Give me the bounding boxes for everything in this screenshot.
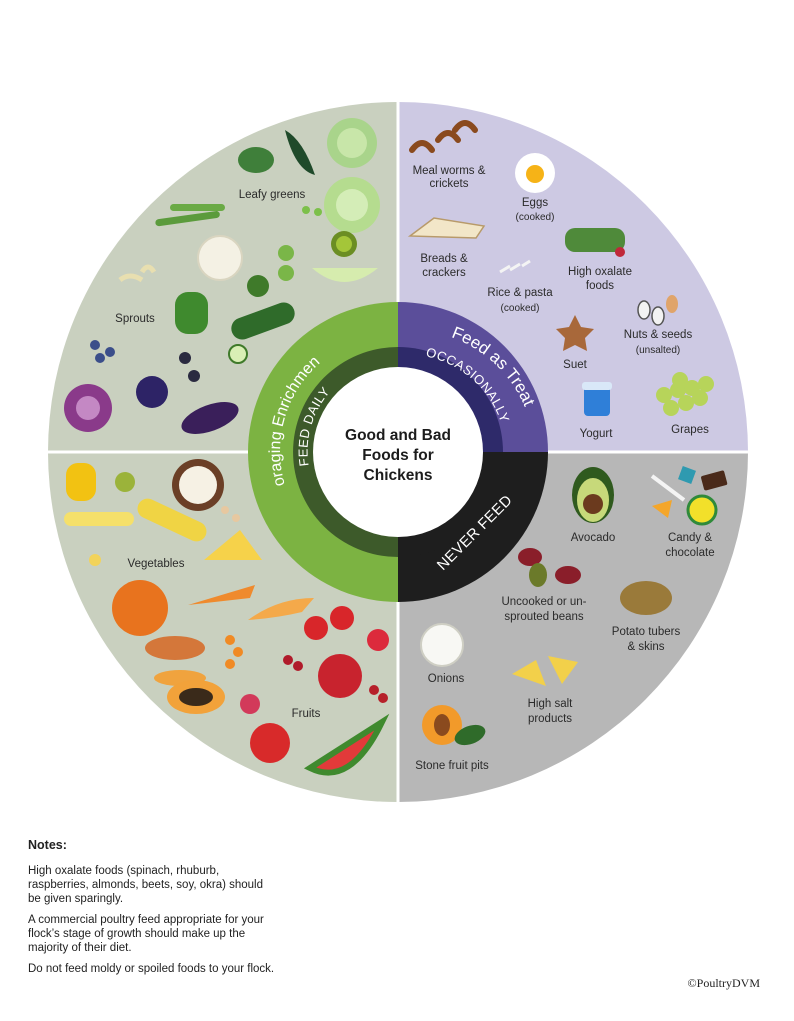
label-rice-note: (cooked) <box>501 303 540 314</box>
suet-icon <box>556 315 594 351</box>
label-meal-worms-1: Meal worms & <box>413 165 486 177</box>
vegetable-fruit-illustrations <box>64 459 390 776</box>
note-item: High oxalate foods (spinach, rhuburb, ra… <box>28 865 264 905</box>
label-potato-1: Potato tubers <box>612 626 681 638</box>
label-candy-2: chocolate <box>665 547 714 559</box>
center-circle <box>313 367 483 537</box>
label-oxalate-2: foods <box>586 280 614 292</box>
chocolate-icon <box>701 470 728 491</box>
label-oxalate-1: High oxalate <box>568 266 632 278</box>
cucumber-icon <box>231 302 295 340</box>
label-eggs: Eggs <box>522 197 548 209</box>
label-vegetables: Vegetables <box>128 558 185 570</box>
honeydew-icon <box>312 268 378 282</box>
label-breads-1: Breads & <box>420 253 468 265</box>
blackberry-icon <box>179 352 191 364</box>
green-pepper-icon <box>175 292 208 334</box>
label-beans-2: sprouted beans <box>504 611 584 623</box>
copyright: ©PoultryDVM <box>687 976 760 990</box>
pumpkin-icon <box>112 580 168 636</box>
treat-illustrations <box>407 120 714 416</box>
tomato-icon <box>304 616 328 640</box>
label-salt-2: products <box>528 713 572 725</box>
almond-icon <box>666 295 678 313</box>
apple-icon <box>250 723 290 763</box>
notes-section: Notes: High oxalate foods (spinach, rhub… <box>28 838 278 983</box>
bread-icon <box>407 217 486 239</box>
note-item: Do not feed moldy or spoiled foods to yo… <box>28 963 275 975</box>
label-nuts-seeds: Nuts & seeds <box>624 329 693 341</box>
center-title-line3: Chickens <box>364 467 433 484</box>
label-grapes: Grapes <box>671 424 709 436</box>
pomegranate-seeds-icon <box>283 655 293 665</box>
label-onions: Onions <box>428 673 465 685</box>
brussels-sprout-icon <box>278 245 294 261</box>
food-wheel-diagram: Foraging Enrichment FEED DAILY Feed as T… <box>48 102 748 802</box>
strawberry-icon <box>367 629 389 651</box>
seeds-icon <box>637 300 651 320</box>
label-breads-2: crackers <box>422 267 466 279</box>
peas-icon <box>302 206 310 214</box>
label-suet: Suet <box>563 359 587 371</box>
label-fruits: Fruits <box>292 708 321 720</box>
watermelon-icon <box>303 713 390 776</box>
pasta-icon <box>499 259 531 274</box>
onion-icon <box>420 623 464 667</box>
potato-icon <box>620 581 672 615</box>
label-eggs-note: (cooked) <box>516 212 555 223</box>
label-leafy-greens: Leafy greens <box>239 189 306 201</box>
label-sprouts: Sprouts <box>115 313 155 325</box>
corn-icon <box>89 554 101 566</box>
label-avocado: Avocado <box>571 532 616 544</box>
label-meal-worms-2: crickets <box>430 178 469 190</box>
yogurt-icon <box>584 386 610 416</box>
tomatillo-icon <box>115 472 135 492</box>
label-nuts-note: (unsalted) <box>636 345 680 356</box>
blueberry-icon <box>90 340 100 350</box>
greens-illustrations <box>64 118 380 434</box>
pineapple-icon <box>204 530 262 560</box>
spinach-leaf-icon <box>238 147 274 173</box>
rings <box>248 302 548 602</box>
grapes-icon <box>656 372 714 416</box>
pomegranate-icon <box>318 654 362 698</box>
center-title-line1: Good and Bad <box>345 427 451 444</box>
cauliflower-icon <box>197 235 243 281</box>
notes-title: Notes: <box>28 838 67 852</box>
sprouts-icon <box>118 264 157 283</box>
yellow-pepper-icon <box>66 463 96 501</box>
label-candy-1: Candy & <box>668 532 712 544</box>
cranberries-icon <box>369 685 379 695</box>
candy-icon <box>650 466 728 526</box>
yellow-squash-icon <box>64 512 134 526</box>
kale-icon <box>285 130 315 175</box>
oxalate-foods-icon <box>565 228 625 252</box>
beans-icon <box>518 548 581 587</box>
eggplant-icon <box>181 402 239 434</box>
label-stone-fruit: Stone fruit pits <box>415 760 489 772</box>
sweet-potato-icon <box>145 636 205 660</box>
label-yogurt: Yogurt <box>580 428 614 440</box>
sea-buckthorn-icon <box>225 635 235 645</box>
label-beans-1: Uncooked or un- <box>501 596 586 608</box>
label-rice-pasta: Rice & pasta <box>487 287 553 299</box>
salt-chips-icon <box>512 656 578 686</box>
carrot-icon <box>188 585 255 605</box>
label-potato-2: & skins <box>627 641 664 653</box>
note-item: A commercial poultry feed appropriate fo… <box>28 914 264 954</box>
never-feed-illustrations <box>420 466 728 746</box>
mealworm-icon <box>409 120 478 153</box>
green-beans-icon <box>155 211 220 227</box>
broccoli-icon <box>247 275 269 297</box>
radish-icon <box>240 694 260 714</box>
pansy-flower-icon <box>136 376 168 408</box>
center-title-line2: Foods for <box>362 447 433 464</box>
label-salt-1: High salt <box>528 698 574 710</box>
cantaloupe-icon <box>248 598 314 620</box>
